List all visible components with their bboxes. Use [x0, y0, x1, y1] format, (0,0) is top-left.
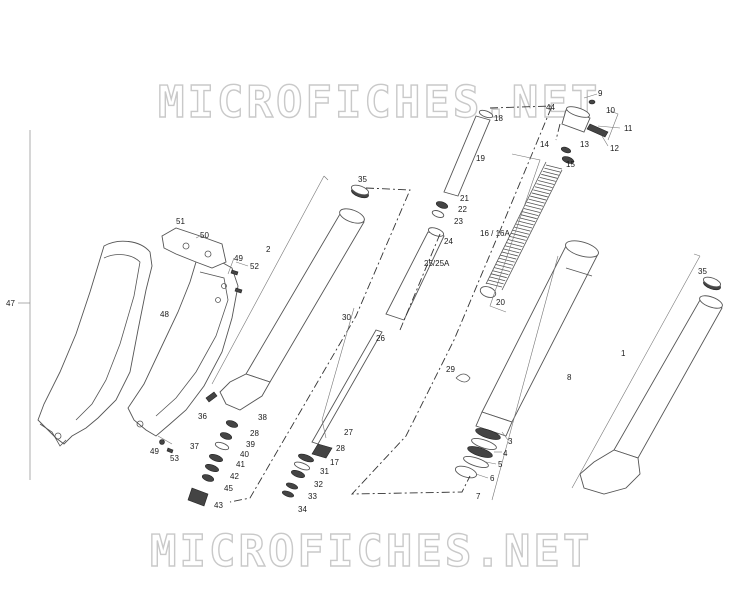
outer-tube-left [205, 184, 370, 411]
callout-6: 6 [490, 474, 495, 483]
callout-43: 43 [214, 501, 223, 510]
callout-32: 32 [314, 480, 323, 489]
callout-49b: 49 [150, 447, 159, 456]
callout-19: 19 [476, 154, 485, 163]
callout-29: 29 [446, 365, 455, 374]
callout-7: 7 [476, 492, 481, 501]
fork-guard-left [37, 240, 153, 447]
callout-47: 47 [6, 299, 15, 308]
watermark-bottom: MICROFICHES.NET [150, 526, 592, 577]
callout-42: 42 [230, 472, 239, 481]
callout-39: 39 [246, 440, 255, 449]
fork-spring [479, 161, 563, 298]
callout-3: 3 [508, 437, 513, 446]
group-47-bracket [18, 130, 31, 480]
callout-leaders [157, 93, 621, 479]
callout-13: 13 [580, 140, 589, 149]
callout-26: 26 [376, 334, 385, 343]
top-cap-assembly [560, 99, 609, 164]
callout-8: 8 [567, 373, 572, 382]
callout-4: 4 [503, 449, 508, 458]
inner-tube [475, 240, 599, 437]
callout-12: 12 [610, 144, 619, 153]
callout-44: 44 [546, 103, 555, 112]
foot-valve-stack [187, 420, 239, 507]
callout-41: 41 [236, 460, 245, 469]
callout-20: 20 [496, 298, 505, 307]
assembly-lines [229, 105, 561, 503]
guard-screws [159, 439, 174, 454]
callout-48: 48 [160, 310, 169, 319]
callout-labels: 1 2 3 4 5 6 7 8 9 10 11 12 13 14 15 16 /… [6, 89, 707, 514]
callout-9: 9 [598, 89, 603, 98]
callout-45: 45 [224, 484, 233, 493]
callout-2: 2 [266, 245, 271, 254]
callout-10: 10 [606, 106, 615, 115]
clip-29 [455, 373, 471, 383]
callout-17: 17 [330, 458, 339, 467]
callout-30: 30 [342, 313, 351, 322]
callout-33: 33 [308, 492, 317, 501]
bracket-lines [211, 109, 701, 501]
callout-24: 24 [444, 237, 453, 246]
damper-cartridge [385, 109, 494, 321]
callout-35a: 35 [358, 175, 367, 184]
callout-52: 52 [250, 262, 259, 271]
callout-35b: 35 [698, 267, 707, 276]
callout-21: 21 [460, 194, 469, 203]
callout-22: 22 [458, 205, 467, 214]
callout-1: 1 [621, 349, 626, 358]
guard-clamp [161, 227, 243, 294]
callout-18: 18 [494, 114, 503, 123]
watermark-top: MICROFICHES.NET [158, 77, 600, 128]
callout-51: 51 [176, 217, 185, 226]
inner-tube-seals [454, 428, 501, 479]
callout-28b: 28 [250, 429, 259, 438]
callout-53: 53 [170, 454, 179, 463]
damper-rod [311, 329, 383, 459]
callout-50: 50 [200, 231, 209, 240]
callout-23: 23 [454, 217, 463, 226]
callout-5: 5 [498, 460, 503, 469]
outer-tube-right [579, 276, 723, 495]
callout-11: 11 [624, 124, 633, 133]
callout-37: 37 [190, 442, 199, 451]
callout-14: 14 [540, 140, 549, 149]
callout-36: 36 [198, 412, 207, 421]
callout-15: 15 [566, 160, 575, 169]
callout-49a: 49 [234, 254, 243, 263]
callout-27: 27 [344, 428, 353, 437]
callout-40: 40 [240, 450, 249, 459]
rod-end-stack [281, 453, 314, 498]
fork-guard-right [127, 257, 239, 437]
callout-16: 16 / 16A [480, 229, 510, 238]
callout-38: 38 [258, 413, 267, 422]
callout-28a: 28 [336, 444, 345, 453]
callout-31: 31 [320, 467, 329, 476]
callout-25: 25/25A [424, 259, 450, 268]
callout-34: 34 [298, 505, 307, 514]
